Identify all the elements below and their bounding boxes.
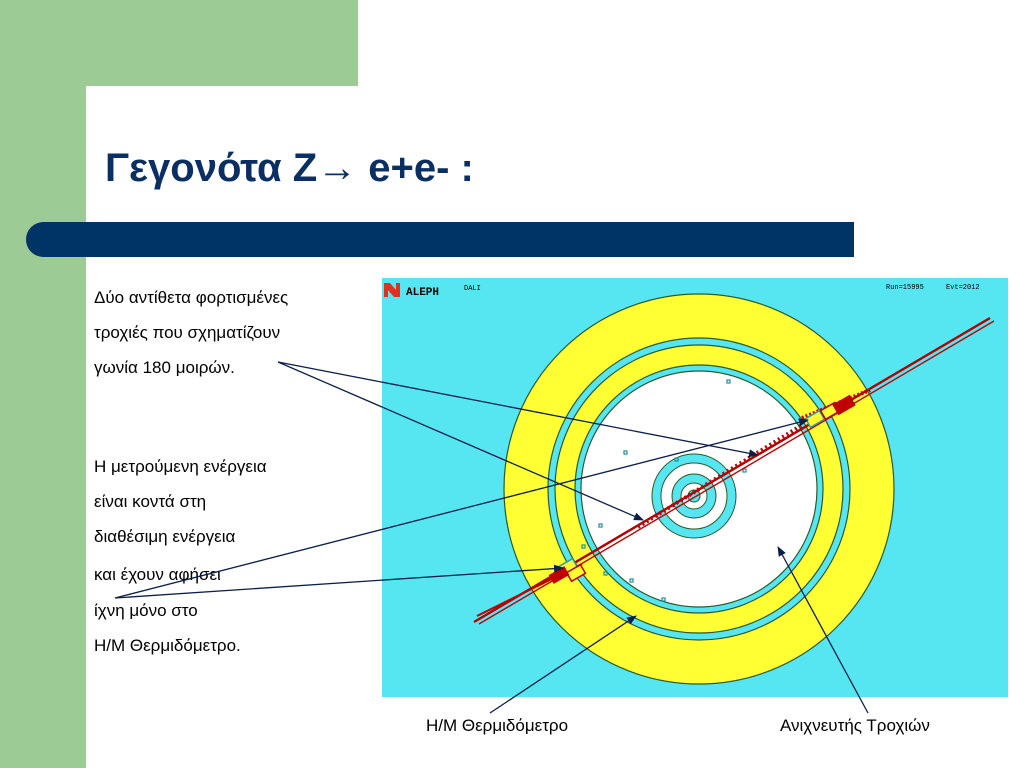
text-line: ίχνη μόνο στο — [94, 601, 198, 620]
caption-tracker: Ανιχνευτής Τροχιών — [780, 716, 930, 735]
dali-label: DALI — [464, 285, 481, 293]
left-green-band — [0, 0, 86, 768]
text-line: Η μετρούμενη ενέργεια — [94, 457, 267, 476]
aleph-logo-icon — [384, 283, 400, 297]
run-number-label: Run=15995 — [886, 284, 924, 292]
text-line: διαθέσιμη ενέργεια — [94, 527, 236, 546]
caption-calorimeter: Η/Μ Θερμιδόμετρο — [426, 716, 569, 735]
text-line: γωνία 180 μοιρών. — [94, 358, 235, 377]
top-green-band — [0, 0, 358, 86]
event-number-label: Evt=2012 — [946, 284, 980, 292]
title-divider-bar — [26, 222, 854, 257]
slide-title: Γεγονότα Ζ→ e+e- : — [105, 146, 474, 190]
aleph-label: ALEPH — [406, 287, 439, 299]
text-line: Η/Μ Θερμιδόμετρο. — [94, 636, 241, 655]
text-line: και έχουν αφήσει — [94, 565, 221, 584]
text-line: είναι κοντά στη — [94, 492, 207, 511]
aleph-event-display: ALEPH DALI Run=15995 Evt=2012 — [382, 278, 1008, 697]
text-line: Δύο αντίθετα φορτισμένες — [94, 288, 289, 307]
text-line: τροχιές που σχηματίζουν — [94, 323, 281, 342]
